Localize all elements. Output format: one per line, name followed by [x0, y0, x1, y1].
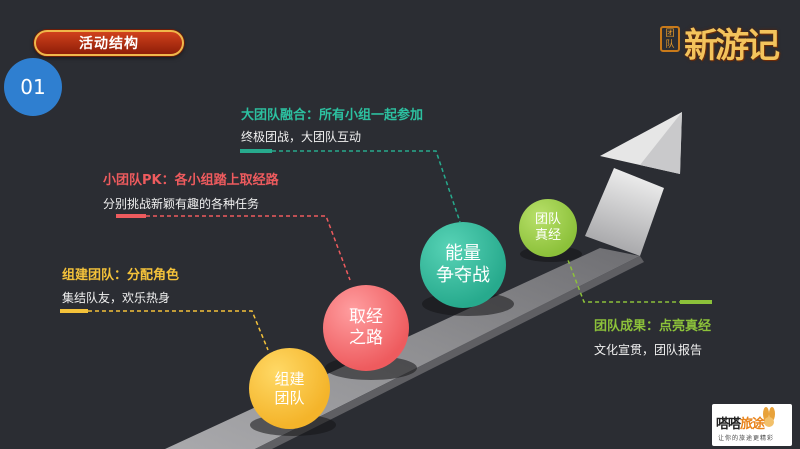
step-heading-team-build: 组建团队：分配角色 — [62, 268, 180, 283]
step-ball-label: 组建 团队 — [274, 369, 305, 407]
step-ball-label: 能量 争夺战 — [436, 242, 490, 287]
step-ball-team-build: 组建 团队 — [249, 348, 330, 429]
step-subtitle-small-team: 分别挑战新颖有趣的各种任务 — [103, 197, 260, 211]
connector-team-build-dash — [88, 310, 269, 351]
brand-name-part2: 旅途 — [740, 417, 765, 432]
brand-logo: 嗒嗒旅途 让你的旅途更精彩 — [712, 404, 792, 446]
logo-small-text: 团队 — [660, 26, 680, 52]
step-ball-journey: 取经 之路 — [323, 285, 409, 371]
step-heading-result: 团队成果：点亮真经 — [594, 319, 712, 334]
section-title-ribbon: 活动结构 — [34, 30, 184, 56]
arrow-shaft — [585, 168, 664, 256]
section-title: 活动结构 — [79, 36, 139, 52]
connector-result-dash — [567, 259, 680, 303]
step-ball-energy-battle: 能量 争夺战 — [420, 222, 506, 308]
step-heading-big-team: 大团队融合：所有小组一起参加 — [241, 108, 424, 123]
step-ball-team-scripture: 团队 真经 — [519, 199, 577, 257]
step-ball-label: 取经 之路 — [349, 306, 383, 348]
brand-slogan: 让你的旅途更精彩 — [718, 435, 775, 442]
step-subtitle-big-team: 终极团战，大团队互动 — [241, 130, 362, 144]
brand-name: 嗒嗒旅途 — [716, 413, 765, 432]
step-subtitle-result: 文化宣贯，团队报告 — [594, 343, 703, 357]
step-subtitle-team-build: 集结队友，欢乐热身 — [62, 291, 171, 305]
rabbit-icon — [763, 407, 775, 427]
step-heading-small-team: 小团队PK：各小组踏上取经路 — [103, 173, 279, 188]
arrow-head-shade — [640, 112, 682, 174]
connector-big-team-dash — [272, 150, 461, 223]
connector-small-team-dash — [146, 215, 351, 281]
logo-big-text: 新游记 — [684, 26, 780, 66]
brand-name-part1: 嗒嗒 — [716, 417, 741, 432]
section-number-badge: 01 — [4, 58, 62, 116]
event-logo: 团队 新游记 — [660, 16, 780, 66]
road-edge — [255, 256, 644, 449]
step-ball-label: 团队 真经 — [534, 211, 561, 243]
